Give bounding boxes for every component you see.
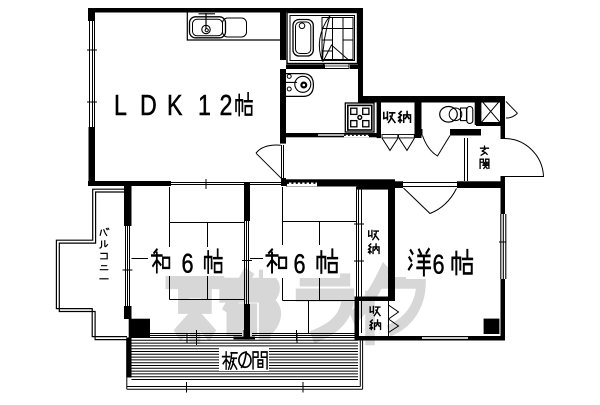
svg-text:2: 2 xyxy=(220,90,233,122)
svg-text:D: D xyxy=(140,90,157,122)
svg-text:6: 6 xyxy=(433,250,445,280)
svg-text:L: L xyxy=(114,90,127,122)
svg-text:6: 6 xyxy=(294,249,306,279)
svg-text:K: K xyxy=(167,90,183,122)
svg-text:6: 6 xyxy=(182,249,194,279)
svg-text:1: 1 xyxy=(198,90,211,122)
